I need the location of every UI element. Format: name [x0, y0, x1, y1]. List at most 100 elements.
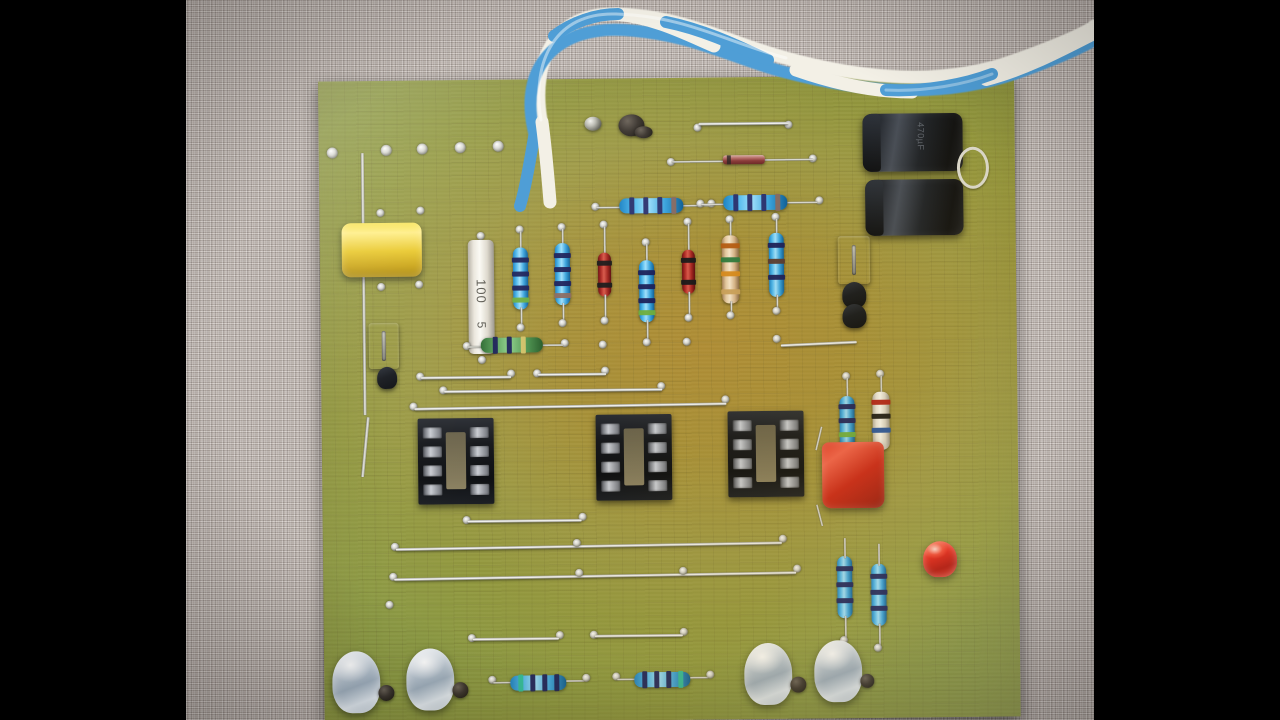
solder-pad — [558, 319, 567, 328]
indicator-led-red — [922, 540, 958, 578]
solder-joint-dark — [634, 126, 653, 139]
socket-pin — [469, 426, 490, 438]
resistor-r7 — [638, 260, 656, 323]
resistor-r6 — [596, 252, 613, 297]
solder-pad — [476, 231, 485, 240]
resistor-r8 — [680, 249, 697, 294]
resistor-r9 — [720, 235, 741, 304]
resistor-r15 — [836, 556, 854, 619]
solder-pad — [684, 313, 693, 322]
resistor-band — [680, 257, 696, 263]
solder-pad — [326, 147, 338, 159]
socket-pin — [600, 423, 621, 435]
letterbox-bar-right — [1094, 0, 1280, 720]
solder-pad — [454, 142, 466, 154]
capacitor-end — [865, 179, 884, 236]
electrolytic-capacitor-c2 — [865, 178, 964, 236]
component-lead — [596, 206, 621, 209]
socket-cavity — [623, 428, 645, 485]
component-lead — [671, 160, 724, 163]
solder-pad — [575, 568, 584, 577]
socket-pin — [469, 484, 490, 496]
resistor-band — [767, 258, 785, 264]
jumper-wire — [472, 637, 559, 642]
resistor-band — [775, 193, 781, 211]
electrolytic-capacitor-c1: 470µF — [862, 112, 963, 172]
resistor-band — [870, 605, 888, 611]
resistor-band — [671, 196, 677, 214]
resistor-r11 — [480, 336, 543, 354]
resistor-band — [629, 197, 635, 215]
resistor-band — [747, 194, 753, 212]
resistor-band — [530, 674, 536, 692]
led-clear-1 — [331, 651, 381, 714]
socket-pin — [422, 446, 443, 458]
resistor-band — [654, 671, 660, 689]
socket-pin — [600, 461, 621, 473]
socket-pin-row-left — [732, 419, 753, 489]
solder-pad — [385, 600, 394, 609]
resistor-band — [542, 674, 548, 692]
ic-socket-ic2[interactable] — [595, 413, 673, 501]
component-lead — [815, 504, 824, 527]
component-lead — [877, 543, 881, 566]
resistor-band — [871, 399, 891, 405]
resistor-r17 — [510, 674, 567, 692]
trimmer-adjust-slot[interactable] — [381, 331, 386, 361]
glass-diode — [722, 154, 765, 165]
resistor-band — [643, 197, 649, 215]
trimmer-pot-vr1[interactable] — [369, 323, 399, 369]
component-lead — [878, 623, 881, 646]
socket-pin — [779, 457, 800, 469]
led-lead-solder — [452, 682, 469, 699]
socket-pin — [779, 477, 800, 489]
resistor-r4 — [511, 247, 530, 310]
resistor-band — [642, 671, 648, 689]
jumper-wire — [360, 153, 367, 416]
resistor-band — [657, 197, 663, 215]
resistor-band — [554, 293, 572, 299]
resistor-band — [838, 432, 856, 438]
socket-pin-row-right — [469, 426, 490, 496]
resistor-band — [761, 193, 767, 212]
solder-pad — [415, 280, 424, 289]
trimmer-adjust-slot[interactable] — [851, 244, 857, 276]
socket-pin — [732, 458, 753, 470]
component-lead — [542, 344, 563, 347]
jumper-wire — [538, 372, 607, 377]
transistor-body-lower — [842, 303, 867, 329]
solder-pad — [377, 282, 386, 292]
resistor-band — [681, 279, 697, 285]
led-lead-solder — [790, 676, 807, 693]
ic-socket-ic1[interactable] — [417, 417, 495, 505]
socket-pin — [422, 484, 443, 496]
socket-pin — [647, 422, 668, 434]
resistor-band — [871, 427, 891, 433]
socket-pin — [779, 419, 800, 431]
transistor-lower-left — [377, 366, 398, 390]
socket-pin — [732, 477, 753, 489]
solder-pad — [416, 206, 425, 215]
resistor-band — [596, 260, 612, 266]
resistor-band — [512, 271, 530, 277]
resistor-band — [767, 242, 785, 248]
resistor-band — [512, 285, 530, 291]
trimmer-pot-vr2[interactable] — [838, 236, 871, 284]
resistor-band — [554, 674, 560, 692]
resistor-band — [520, 336, 526, 354]
resistor-band — [836, 566, 854, 572]
component-lead — [701, 203, 724, 206]
resistor-band — [768, 274, 786, 280]
solder-pad — [772, 306, 781, 315]
jumper-wire — [395, 541, 782, 552]
capacitor-end — [862, 113, 881, 172]
ic-socket-ic3[interactable] — [727, 410, 805, 498]
solder-pad — [376, 208, 385, 218]
resistor-band — [720, 257, 740, 263]
resistor-band — [512, 297, 530, 303]
socket-pin — [422, 426, 443, 439]
resistor-band — [638, 270, 656, 276]
solder-pad — [582, 673, 591, 682]
jumper-wire — [467, 518, 582, 524]
